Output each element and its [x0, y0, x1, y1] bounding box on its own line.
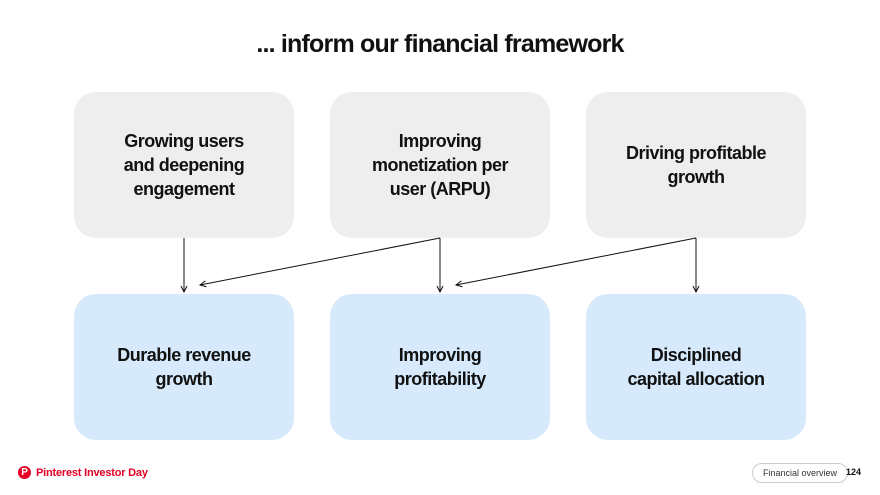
driver-box-profitable-growth: Driving profitable growth [586, 92, 806, 238]
driver-box-arpu: Improving monetization per user (ARPU) [330, 92, 550, 238]
outcome-label: Disciplined capital allocation [627, 345, 765, 389]
page-number: 124 [846, 467, 862, 477]
arrow-arpu-to-revenue [200, 237, 441, 285]
page-title: ... inform our financial framework [256, 30, 624, 58]
outcome-label: Improving profitability [394, 345, 486, 389]
driver-label: Improving monetization per user (ARPU) [371, 131, 509, 199]
brand-label: Pinterest Investor Day [36, 466, 148, 479]
outcome-label: Durable revenue growth [117, 345, 251, 389]
outcome-box-capital-allocation: Disciplined capital allocation [586, 294, 806, 440]
arrow-growth-to-profitability [456, 237, 697, 285]
driver-label: Driving profitable growth [625, 143, 767, 187]
outcome-box-profitability: Improving profitability [330, 294, 550, 440]
footer-brand: P Pinterest Investor Day [18, 466, 148, 479]
pinterest-logo-icon: P [18, 466, 31, 479]
outcome-box-revenue-growth: Durable revenue growth [74, 294, 294, 440]
driver-box-users: Growing users and deepening engagement [74, 92, 294, 238]
driver-label: Growing users and deepening engagement [123, 131, 245, 199]
section-badge: Financial overview [752, 463, 849, 483]
